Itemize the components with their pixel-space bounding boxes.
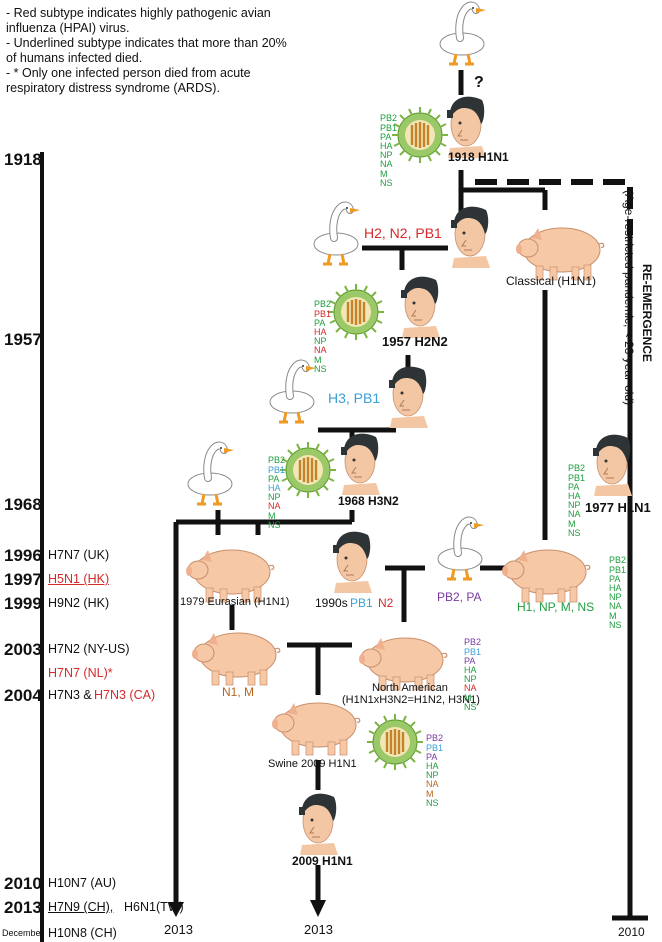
pandemic-1957: 1957 H2N2 bbox=[382, 334, 448, 349]
goose-icon bbox=[188, 446, 234, 504]
reassort-n1m: N1, M bbox=[222, 685, 255, 699]
human-icon bbox=[594, 435, 632, 496]
arrow-left bbox=[168, 902, 184, 917]
event-2003b: H7N7 (NL)* bbox=[48, 666, 113, 680]
reassort-1990s: 1990s bbox=[315, 596, 348, 610]
pig-icon bbox=[271, 702, 361, 756]
year-2003: 2003 bbox=[4, 640, 42, 659]
goose-icon bbox=[438, 521, 484, 579]
event-2004b: H7N3 (CA) bbox=[94, 688, 156, 702]
year-1996: 1996 bbox=[4, 546, 42, 565]
host-swine2009: Swine 2009 H1N1 bbox=[268, 758, 357, 770]
year-2004: 2004 bbox=[4, 686, 42, 705]
goose-icon bbox=[440, 6, 486, 64]
reassort-1990s-n2: N2 bbox=[378, 596, 394, 610]
year-1968: 1968 bbox=[4, 495, 42, 514]
legend-notes: - Red subtype indicates highly pathogeni… bbox=[6, 6, 296, 96]
virus-icon bbox=[390, 105, 450, 165]
reemergence-subtitle: (Age-restricted pandemic; < 23 year-old) bbox=[622, 190, 636, 406]
human-icon bbox=[334, 532, 372, 593]
pandemic-1918: 1918 H1N1 bbox=[448, 150, 509, 164]
year-1997: 1997 bbox=[4, 570, 42, 589]
reemergence-title: RE-EMERGENCE bbox=[640, 264, 654, 363]
host-north-american: North American bbox=[372, 682, 448, 694]
human-icon bbox=[300, 794, 338, 855]
pandemic-1977: 1977 H1N1 bbox=[585, 500, 651, 515]
event-2013a: H7N9 (CH), bbox=[48, 900, 114, 914]
event-1996: H7N7 (UK) bbox=[48, 548, 110, 562]
event-2003a: H7N2 (NY-US) bbox=[48, 642, 130, 656]
reassort-1968: H3, PB1 bbox=[328, 390, 381, 406]
year-1918: 1918 bbox=[4, 150, 42, 169]
reemergence-end-year: 2010 bbox=[618, 925, 645, 939]
end-center-2013: 2013 bbox=[304, 922, 333, 937]
reassort-pb2-pa: PB2, PA bbox=[437, 590, 482, 604]
note-ards: - * Only one infected person died from a… bbox=[6, 66, 251, 95]
virus-icon bbox=[326, 282, 386, 342]
pandemic-1968: 1968 H3N2 bbox=[338, 494, 399, 508]
year-2010: 2010 bbox=[4, 874, 42, 893]
event-2004a: H7N3 & bbox=[48, 688, 92, 702]
reassort-swine: H1, NP, M, NS bbox=[517, 600, 595, 614]
pig-icon bbox=[185, 549, 275, 603]
goose-icon bbox=[270, 364, 316, 422]
arrow-center bbox=[310, 900, 326, 917]
human-icon bbox=[452, 207, 490, 268]
pig-icon bbox=[501, 549, 591, 603]
event-1997: H5N1 (HK) bbox=[48, 572, 110, 586]
event-1999: H9N2 (HK) bbox=[48, 596, 110, 610]
year-1999: 1999 bbox=[4, 594, 42, 613]
virus-icon bbox=[278, 440, 338, 500]
pig-icon bbox=[191, 632, 281, 686]
goose-icon bbox=[314, 206, 360, 264]
note-hpai: - Red subtype indicates highly pathogeni… bbox=[6, 6, 271, 35]
note-underline: - Underlined subtype indicates that more… bbox=[6, 36, 287, 65]
host-eurasian: 1979 Eurasian (H1N1) bbox=[180, 596, 290, 608]
year-1957: 1957 bbox=[4, 330, 42, 349]
pandemic-2009: 2009 H1N1 bbox=[292, 854, 353, 868]
host-classical: Classical (H1N1) bbox=[506, 274, 597, 288]
reassort-1990s-pb1: PB1 bbox=[350, 596, 373, 610]
year-december: December bbox=[2, 928, 44, 938]
virus-icon bbox=[365, 712, 425, 772]
human-icon bbox=[342, 434, 380, 495]
pig-icon bbox=[515, 227, 605, 281]
year-2013: 2013 bbox=[4, 898, 42, 917]
event-2010: H10N7 (AU) bbox=[48, 876, 117, 890]
event-2013b: H6N1(TW) bbox=[124, 900, 184, 914]
host-north-american-sub: (H1N1xH3N2=H1N2, H3N1) bbox=[342, 694, 480, 706]
end-left-2013: 2013 bbox=[164, 922, 193, 937]
reassort-1957: H2, N2, PB1 bbox=[364, 225, 442, 241]
human-icon bbox=[448, 97, 486, 158]
question-mark: ? bbox=[474, 74, 484, 91]
event-december: H10N8 (CH) bbox=[48, 926, 117, 940]
human-icon bbox=[390, 367, 428, 428]
human-icon bbox=[402, 277, 440, 338]
